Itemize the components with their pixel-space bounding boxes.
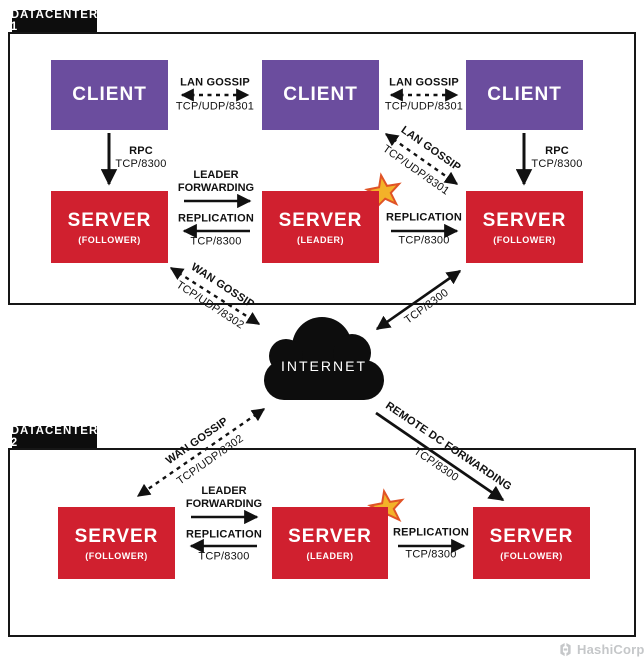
edge-port-replication-dc1-right: TCP/8300	[398, 234, 450, 247]
hashicorp-logo: HashiCorp	[558, 642, 644, 657]
edge-label-replication-dc1-right: REPLICATION	[386, 211, 462, 224]
rpc-label: RPC	[545, 145, 569, 157]
datacenter2-border	[8, 448, 636, 637]
lan-gossip-port: TCP/UDP/8301	[175, 100, 255, 113]
edge-label-rpc-right: RPC TCP/8300	[531, 146, 582, 170]
datacenter2-label: DATACENTER 2	[10, 425, 99, 449]
internet-label: INTERNET	[281, 358, 367, 374]
server-title: SERVER	[67, 209, 152, 231]
client-3-title: CLIENT	[487, 84, 562, 105]
arrow-wan-gossip-dc1	[169, 266, 261, 326]
lan-gossip-label: LAN GOSSIP	[389, 76, 459, 89]
client-node-1: CLIENT	[51, 60, 168, 130]
server-role: (FOLLOWER)	[500, 550, 563, 561]
replication-port: TCP/8300	[198, 550, 250, 563]
server-node-dc2-follower-right: SERVER (FOLLOWER)	[473, 507, 590, 579]
server-role: (FOLLOWER)	[85, 550, 148, 561]
edge-port-replication-dc1-left: TCP/8300	[190, 235, 242, 248]
server-node-dc1-follower-right: SERVER (FOLLOWER)	[466, 191, 583, 263]
replication-label: REPLICATION	[393, 526, 469, 539]
datacenter1-border	[8, 32, 636, 305]
rpc-label: RPC	[129, 145, 153, 157]
server-role: (LEADER)	[306, 550, 354, 561]
server-title: SERVER	[489, 525, 574, 547]
server-title: SERVER	[278, 209, 363, 231]
edge-port-replication-dc2-left: TCP/8300	[198, 550, 250, 563]
replication-label: REPLICATION	[186, 528, 262, 541]
replication-label: REPLICATION	[386, 211, 462, 224]
client-2-title: CLIENT	[283, 84, 358, 105]
arrow-tcp8300-internet-server	[375, 269, 462, 331]
server-role: (FOLLOWER)	[78, 234, 141, 245]
hashicorp-icon	[560, 642, 571, 657]
rpc-port: TCP/8300	[531, 158, 583, 170]
edge-label-lan-gossip-1: LAN GOSSIP TCP/UDP/8301	[175, 76, 255, 113]
datacenter1-label: DATACENTER 1	[10, 9, 99, 33]
server-title: SERVER	[74, 525, 159, 547]
arrow-lan-gossip-diagonal	[384, 133, 459, 185]
replication-port: TCP/8300	[398, 234, 450, 247]
edge-port-replication-dc2-right: TCP/8300	[405, 548, 457, 561]
client-1-title: CLIENT	[72, 84, 147, 105]
edge-label-rpc-left: RPC TCP/8300	[115, 146, 166, 170]
client-node-2: CLIENT	[262, 60, 379, 130]
server-node-dc2-follower-left: SERVER (FOLLOWER)	[58, 507, 175, 579]
internet-cloud-icon	[264, 317, 384, 400]
hashicorp-wordmark: HashiCorp	[577, 642, 644, 657]
arrow-remote-dc-forwarding	[375, 411, 505, 502]
edge-label-replication-dc2-right: REPLICATION	[393, 526, 469, 539]
edge-label-lan-gossip-2: LAN GOSSIP TCP/UDP/8301	[384, 76, 464, 113]
server-role: (FOLLOWER)	[493, 234, 556, 245]
server-role: (LEADER)	[297, 234, 344, 245]
edge-label-leader-forwarding-dc1: LEADER FORWARDING	[177, 169, 255, 194]
datacenter1-label-text: DATACENTER 1	[10, 9, 99, 33]
server-node-dc1-follower-left: SERVER (FOLLOWER)	[51, 191, 168, 263]
client-node-3: CLIENT	[466, 60, 583, 130]
replication-label: REPLICATION	[178, 212, 254, 225]
server-node-dc2-leader: SERVER (LEADER)	[272, 507, 388, 579]
arrow-wan-gossip-dc2	[136, 408, 266, 497]
edge-label-leader-forwarding-dc2: LEADER FORWARDING	[185, 485, 263, 510]
replication-port: TCP/8300	[190, 235, 242, 248]
server-title: SERVER	[288, 525, 372, 547]
leader-star-dc1-icon	[364, 172, 402, 211]
lan-gossip-label: LAN GOSSIP	[180, 76, 250, 89]
server-node-dc1-leader: SERVER (LEADER)	[262, 191, 379, 263]
datacenter2-label-text: DATACENTER 2	[10, 425, 99, 449]
edge-label-replication-dc2-left: REPLICATION	[186, 528, 262, 541]
replication-port: TCP/8300	[405, 548, 457, 561]
lan-gossip-port: TCP/UDP/8301	[384, 100, 464, 113]
rpc-port: TCP/8300	[115, 158, 167, 170]
server-title: SERVER	[482, 209, 567, 231]
edge-label-replication-dc1-left: REPLICATION	[178, 212, 254, 225]
